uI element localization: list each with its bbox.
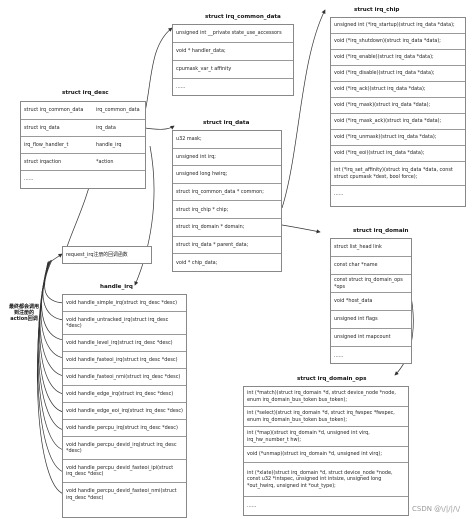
handle-irq-row: void handle_untracked_irq(struct irq_des…	[63, 312, 186, 335]
irq-desc-row: struct irqaction*action	[21, 154, 145, 171]
watermark: CSDN @\/|/|/\/	[412, 505, 461, 513]
irq-chip-row: unsigned int (*irq_startup)(struct irq_d…	[331, 18, 465, 34]
irq-common-data-row: unsigned int __private state_use_accesso…	[173, 25, 293, 43]
irq-domain-row: const char *name	[331, 257, 411, 275]
handle-irq-row: void handle_simple_irq(struct irq_desc *…	[63, 295, 186, 312]
irq-chip-row: void (*irq_mask)(struct irq_data *data);	[331, 98, 465, 114]
irq-common-data-row: void * handler_data;	[173, 43, 293, 61]
irq-domain-row: ......	[334, 352, 344, 359]
handle-irq-title: handle_irq	[100, 284, 133, 290]
handle-irq-row: void handle_percpu_irq(struct irq_desc *…	[63, 420, 186, 437]
irq-domain-box: struct list_head link const char *name c…	[330, 238, 412, 364]
edge-data-to-domain	[281, 224, 321, 234]
edge-desc-to-handleirq	[134, 145, 155, 286]
handle-irq-row: void handle_fasteoi_irq(struct irq_desc …	[63, 352, 186, 369]
irq-domain-ops-row: int (*map)(struct irq_domain *d, unsigne…	[244, 427, 408, 447]
handle-irq-row: void handle_edge_eoi_irq(struct irq_desc…	[63, 403, 186, 420]
irq-desc-row: ......	[24, 176, 34, 183]
irq-chip-row: void (*irq_mask_ack)(struct irq_data *da…	[331, 114, 465, 130]
irq-data-row: struct irq_domain * domain;	[173, 219, 281, 237]
irq-chip-title: struct irq_chip	[354, 7, 400, 13]
request-irq-label: request_irq注册的回调函数	[66, 251, 128, 258]
irq-chip-row: void (*irq_enable)(struct irq_data *data…	[331, 50, 465, 66]
irq-data-row: u32 mask;	[173, 131, 281, 149]
irq-chip-row: void (*irq_ack)(struct irq_data *data);	[331, 82, 465, 98]
irq-data-row: struct irq_chip * chip;	[173, 201, 281, 219]
handle-irq-row: void handle_percpu_devid_fasteoi_ipi(str…	[63, 460, 186, 483]
irq-desc-title: struct irq_desc	[62, 90, 109, 96]
irq-chip-row: void (*irq_shutdown)(struct irq_data *da…	[331, 34, 465, 50]
irq-data-row: struct irq_common_data * common;	[173, 184, 281, 202]
handle-irq-row: void handle_percpu_devid_fasteoi_nmi(str…	[66, 488, 177, 501]
irq-common-data-title: struct irq_common_data	[205, 14, 281, 20]
irq-data-box: u32 mask; unsigned int irq; unsigned lon…	[172, 130, 282, 272]
irq-chip-row: void (*irq_eoi)(struct irq_data *data);	[331, 146, 465, 162]
irq-chip-box: unsigned int (*irq_startup)(struct irq_d…	[330, 17, 466, 207]
irq-data-row: void * chip_data;	[176, 259, 218, 266]
handle-irq-row: void handle_percpu_devid_irq(struct irq_…	[63, 437, 186, 460]
handle-irq-box: void handle_simple_irq(struct irq_desc *…	[62, 294, 187, 518]
handle-irq-row: void handle_edge_irq(struct irq_desc *de…	[63, 386, 186, 403]
irq-domain-title: struct irq_domain	[353, 228, 409, 234]
irq-data-title: struct irq_data	[203, 120, 250, 126]
irq-domain-row: struct list_head link	[331, 239, 411, 257]
edge-desc-to-common	[144, 27, 173, 113]
irq-common-data-row: ......	[176, 83, 186, 90]
irq-common-data-box: unsigned int __private state_use_accesso…	[172, 24, 294, 96]
irq-domain-ops-row: void (*unmap)(struct irq_domain *d, unsi…	[244, 447, 408, 463]
irq-chip-row: void (*irq_disable)(struct irq_data *dat…	[331, 66, 465, 82]
irq-domain-ops-box: int (*match)(struct irq_domain *d, struc…	[243, 386, 409, 516]
irq-domain-ops-title: struct irq_domain_ops	[297, 376, 367, 382]
irq-common-data-row: cpumask_var_t affinity	[173, 61, 293, 79]
irq-data-row: unsigned int irq;	[173, 149, 281, 167]
callback-note: 最终都会调用 到注册的 action回调	[8, 304, 39, 322]
edge-desc-to-irqdata	[144, 125, 175, 130]
irq-chip-row: int (*irq_set_affinity)(struct irq_data …	[331, 162, 465, 186]
irq-domain-row: void *host_data	[331, 293, 411, 311]
irq-domain-row: unsigned int flags	[331, 311, 411, 329]
handle-irq-row: void handle_level_irq(struct irq_desc *d…	[63, 335, 186, 352]
irq-data-row: struct irq_data * parent_data;	[173, 237, 281, 255]
request-irq-box: request_irq注册的回调函数	[62, 246, 152, 264]
callback-arrows	[36, 253, 65, 495]
handle-irq-row: void handle_fasteoi_nmi(struct irq_desc …	[63, 369, 186, 386]
irq-domain-ops-row: ......	[247, 502, 257, 509]
edge-data-to-chip	[281, 9, 326, 209]
irq-domain-ops-row: int (*select)(struct irq_domain *d, stru…	[244, 407, 408, 427]
irq-chip-row: ......	[334, 190, 344, 197]
irq-domain-ops-row: int (*match)(struct irq_domain *d, struc…	[244, 387, 408, 407]
irq-domain-row: const struct irq_domain_ops *ops	[331, 275, 411, 293]
irq-domain-row: unsigned int mapcount	[331, 329, 411, 347]
irq-chip-row: void (*irq_unmask)(struct irq_data *data…	[331, 130, 465, 146]
irq-data-row: unsigned long hwirq;	[173, 166, 281, 184]
irq-domain-ops-row: int (*xlate)(struct irq_domain *d, struc…	[244, 463, 408, 497]
